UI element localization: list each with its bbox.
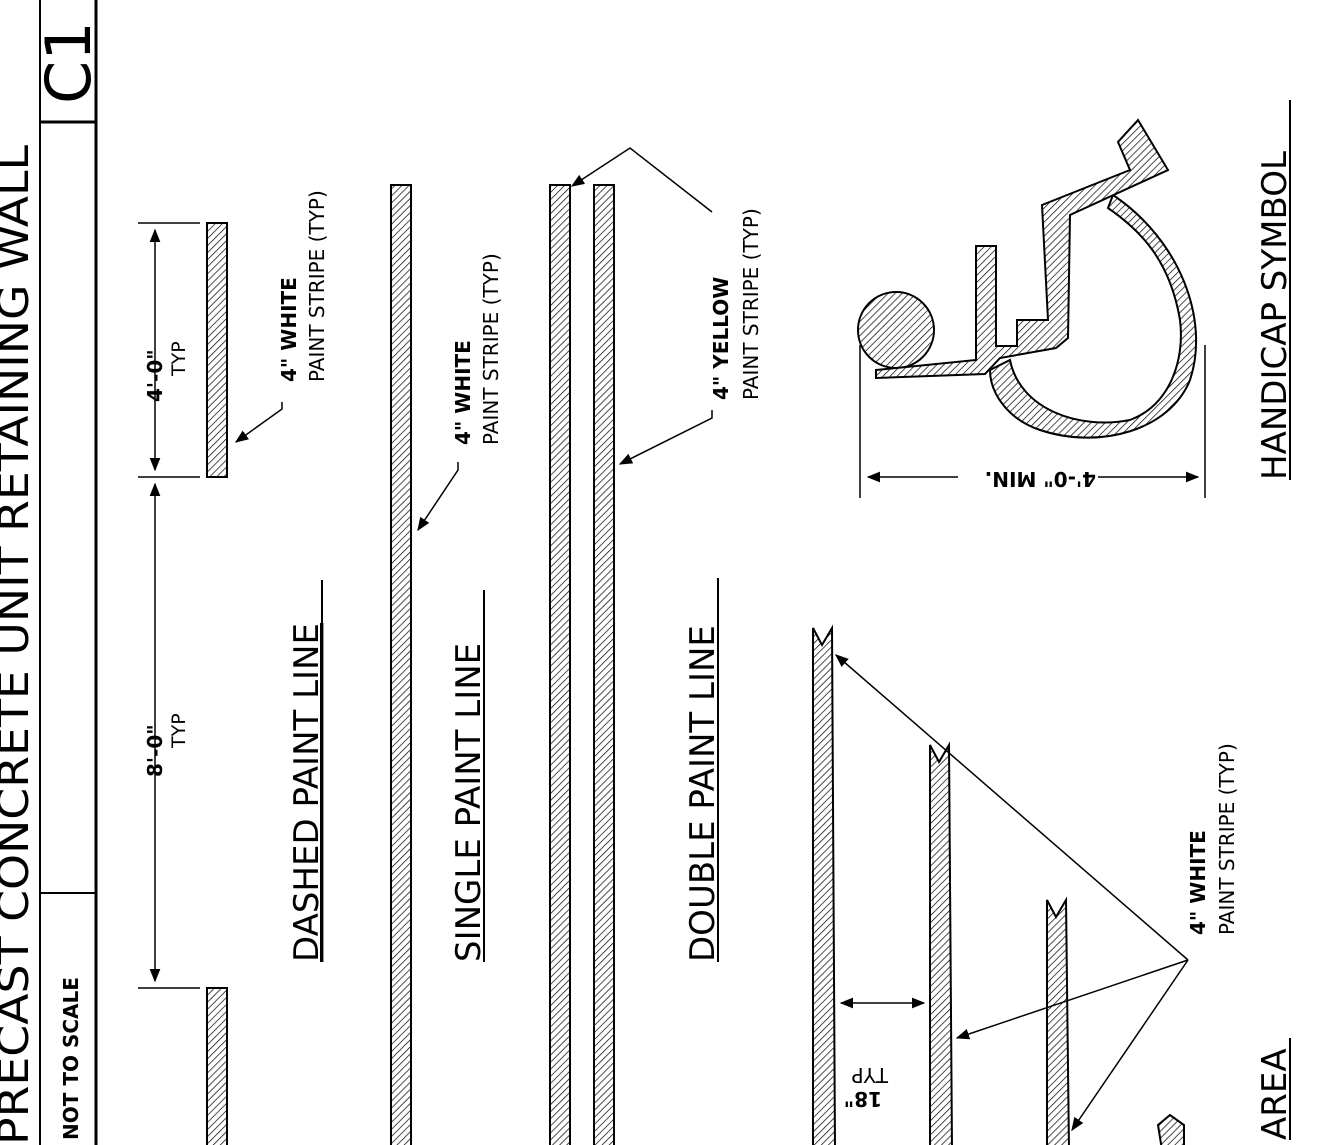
detail-heading: DASHED PAINT LINE bbox=[287, 623, 327, 962]
stripe-length-dim: 4'-0" bbox=[143, 349, 167, 402]
title-block: PRECAST CONCRETE UNIT RETAINING WALL C1 … bbox=[0, 0, 105, 1145]
paint-stripe bbox=[1046, 896, 1070, 1145]
stripe-note-line2: PAINT STRIPE (TYP) bbox=[305, 190, 329, 382]
single-paint-line-detail: 4" WHITE PAINT STRIPE (TYP) SINGLE PAINT… bbox=[390, 184, 503, 1145]
gap-length-typ: TYP bbox=[168, 713, 190, 749]
symbol-width-dim: 4'-0" MIN. bbox=[985, 467, 1096, 491]
stripe-note-line1: 4" WHITE bbox=[451, 340, 475, 445]
double-paint-line-detail: 4" YELLOW PAINT STRIPE (TYP) DOUBLE PAIN… bbox=[549, 147, 763, 1145]
paint-stripe bbox=[593, 184, 615, 1145]
stripe-note-line2: PAINT STRIPE (TYP) bbox=[479, 253, 503, 445]
stripe-note-line1: 4" YELLOW bbox=[709, 277, 733, 400]
sheet-number: C1 bbox=[32, 21, 105, 104]
detail-heading: AREA bbox=[1255, 1048, 1295, 1140]
stripe-note-line2: PAINT STRIPE (TYP) bbox=[739, 208, 763, 400]
stripe-spacing-dim: 18" bbox=[844, 1087, 882, 1111]
parking-area-detail: 4" WHITE PAINT STRIPE (TYP) TYP 18" AREA bbox=[812, 624, 1295, 1145]
paint-stripe bbox=[206, 987, 228, 1145]
paint-stripe bbox=[812, 624, 836, 1145]
detail-heading: SINGLE PAINT LINE bbox=[449, 643, 489, 962]
stripe-length-typ: TYP bbox=[168, 341, 190, 377]
handicap-symbol-detail: 4'-0" MIN. HANDICAP SYMBOL bbox=[857, 100, 1295, 498]
drawing-title: PRECAST CONCRETE UNIT RETAINING WALL bbox=[0, 144, 38, 1145]
stripe-note-line1: 4" WHITE bbox=[277, 277, 301, 382]
paint-stripe bbox=[206, 222, 228, 478]
paint-stripe bbox=[1156, 1113, 1185, 1145]
stripe-note-line1: 4" WHITE bbox=[1186, 830, 1210, 935]
paint-stripe bbox=[390, 184, 412, 1145]
stripe-spacing-typ: TYP bbox=[852, 1063, 890, 1087]
stripe-note-line2: PAINT STRIPE (TYP) bbox=[1215, 743, 1239, 935]
dashed-paint-line-detail: 4'-0" TYP 8'-0" TYP 4" WHITE PAINT STRIP… bbox=[138, 190, 329, 1145]
paint-stripe bbox=[929, 741, 953, 1145]
detail-heading: DOUBLE PAINT LINE bbox=[683, 625, 723, 962]
wheelchair-icon bbox=[857, 118, 1198, 439]
scale-note: NOT TO SCALE bbox=[59, 977, 83, 1140]
paint-stripe bbox=[549, 184, 571, 1145]
gap-length-dim: 8'-0" bbox=[143, 724, 167, 777]
detail-heading: HANDICAP SYMBOL bbox=[1255, 151, 1295, 480]
